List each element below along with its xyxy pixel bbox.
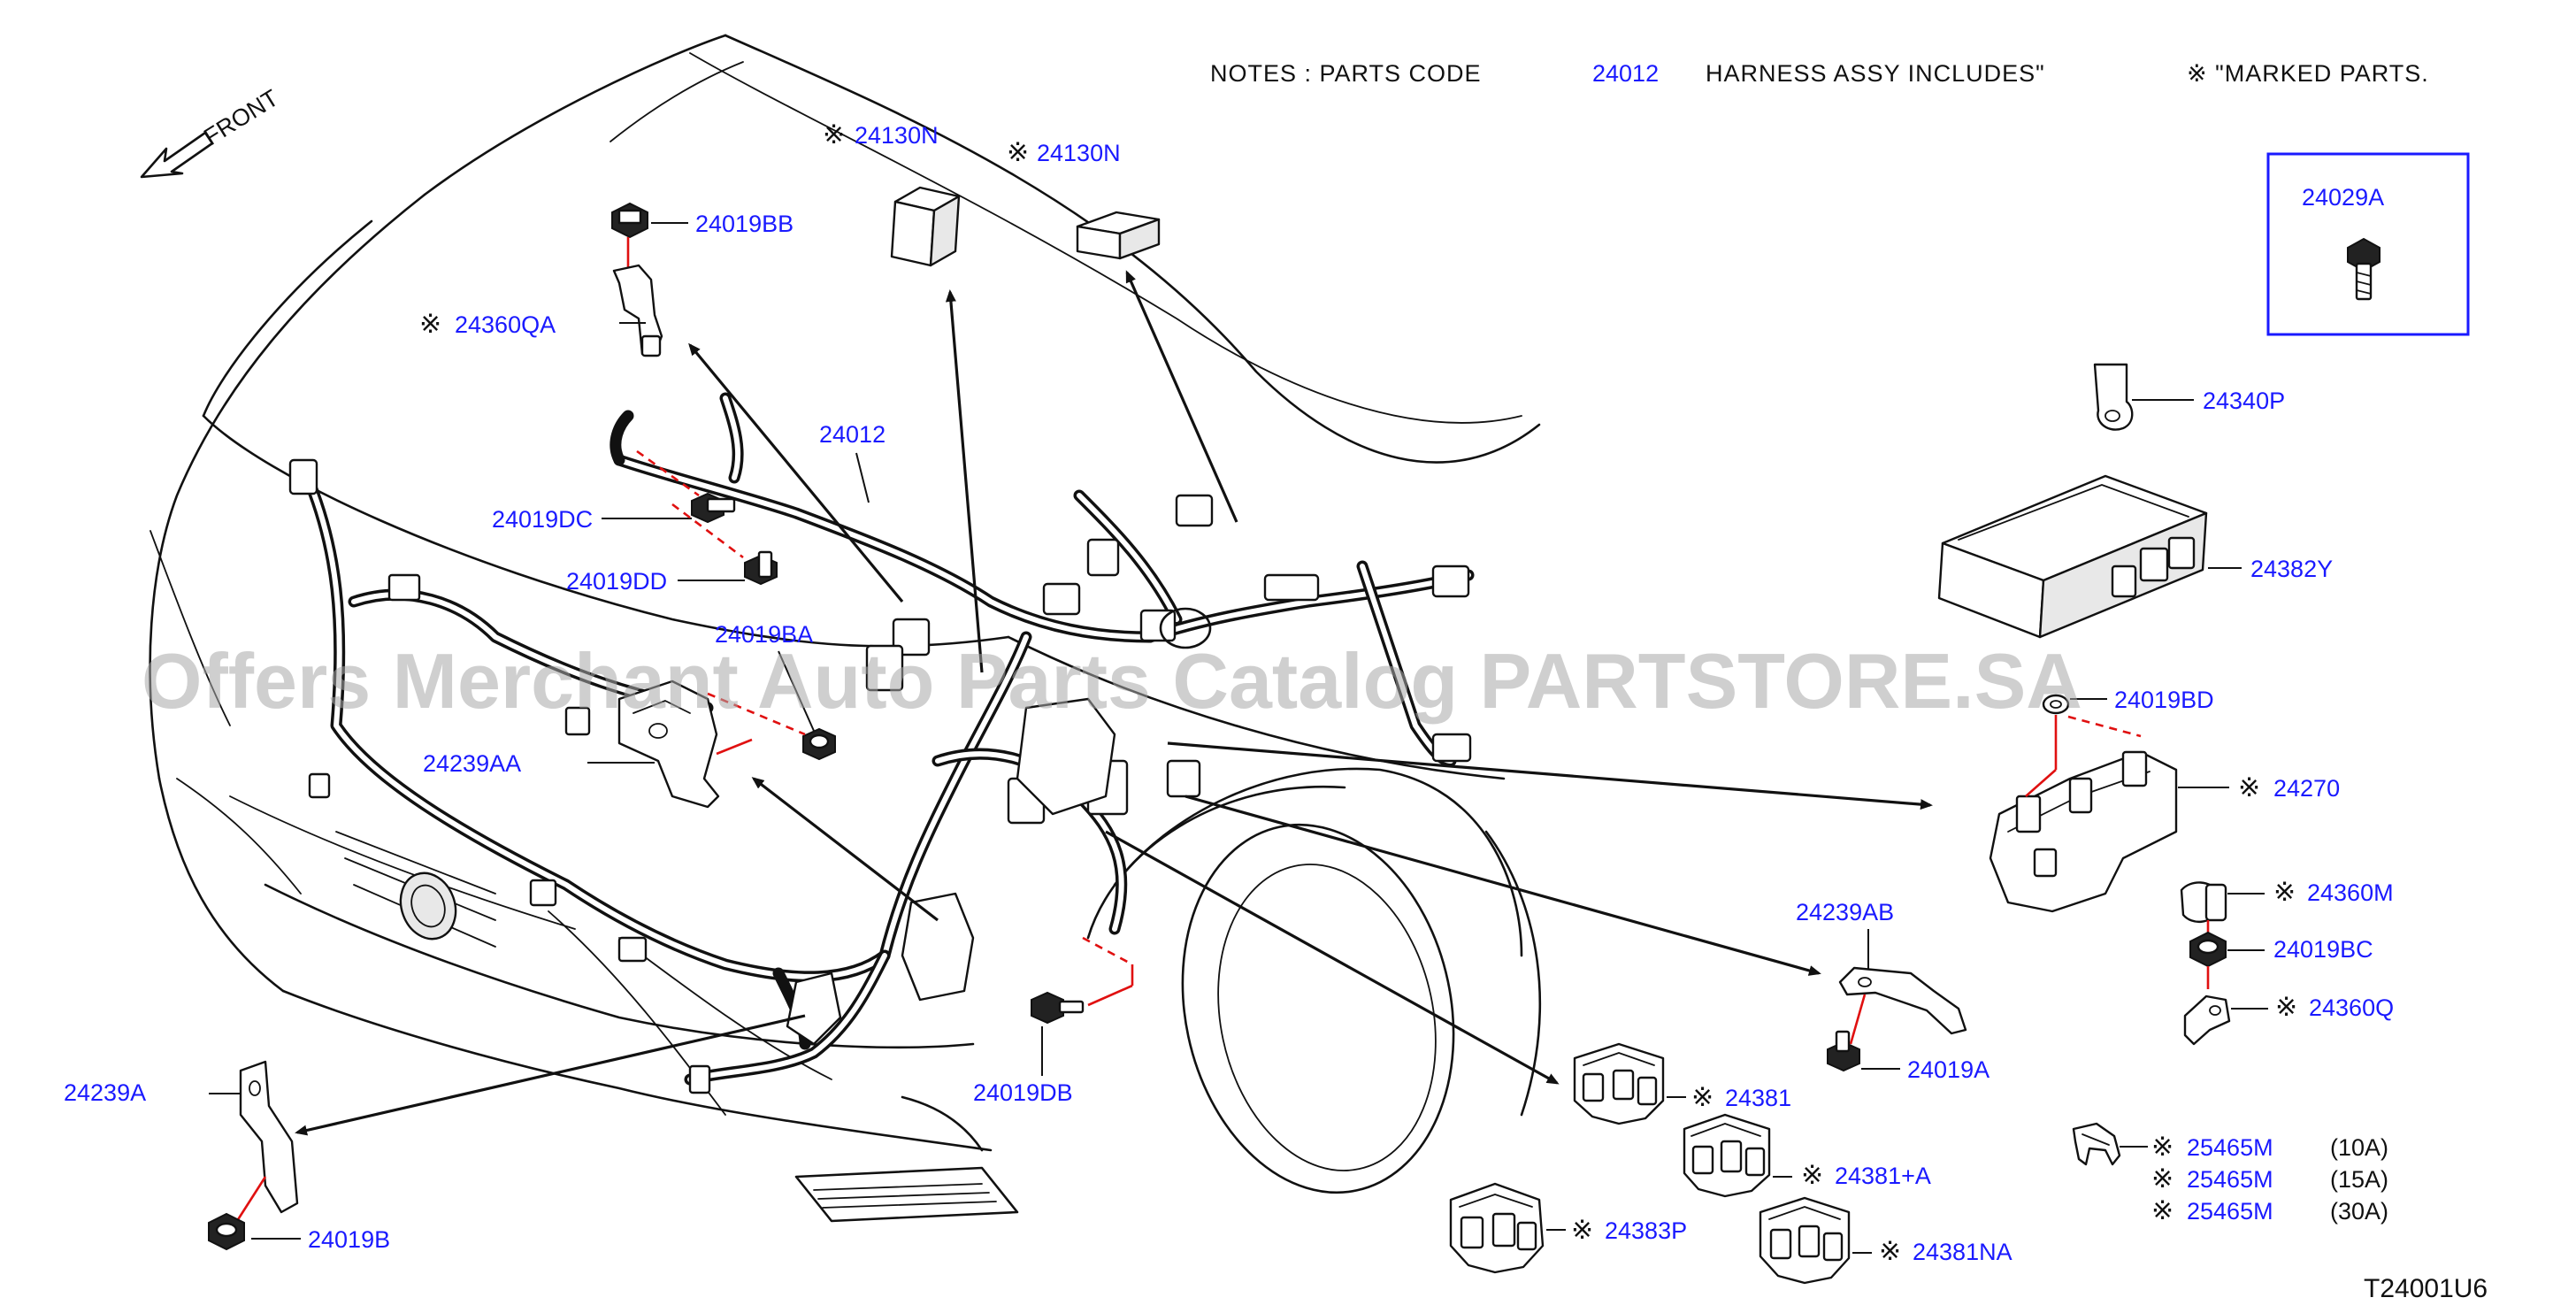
part-24383P: ※ 24383P	[1449, 1182, 1687, 1274]
part-24340P: 24340P	[2093, 363, 2285, 431]
label-24019DC: 24019DC	[492, 506, 593, 533]
part-24019DC: 24019DC	[492, 449, 736, 533]
part-24270: ※ 24270	[1989, 750, 2340, 913]
label-24019B: 24019B	[308, 1226, 390, 1253]
svg-text:※: ※	[2151, 1196, 2174, 1225]
part-24029A: 24029A	[2266, 152, 2470, 336]
arrow-24130N-2	[1125, 270, 1238, 523]
label-24019DD: 24019DD	[566, 568, 667, 595]
svg-text:※: ※	[2151, 1164, 2174, 1194]
part-24130N-1: ※ 24130N	[823, 120, 961, 267]
notes-suffix: HARNESS ASSY INCLUDES"	[1706, 60, 2045, 87]
svg-text:※: ※	[823, 120, 845, 150]
part-24019A: 24019A	[1827, 1030, 1990, 1083]
label-24239AB: 24239AB	[1796, 899, 1894, 925]
front-arrow-icon	[140, 131, 214, 179]
label-24019BA: 24019BA	[715, 621, 813, 648]
part-24381NA: ※ 24381NA	[1759, 1196, 2012, 1285]
label-24029A: 24029A	[2302, 184, 2384, 211]
label-24012: 24012	[819, 421, 886, 448]
rating-15A: (15A)	[2330, 1166, 2388, 1193]
label-24340P: 24340P	[2203, 388, 2285, 414]
svg-text:※: ※	[1691, 1083, 1714, 1112]
notes-code: 24012	[1592, 60, 1659, 87]
label-24360M: 24360M	[2307, 879, 2394, 906]
label-24019BB: 24019BB	[695, 211, 794, 237]
arrow-24239AA	[751, 777, 939, 922]
part-24360Q: ※ 24360Q	[2183, 993, 2394, 1046]
svg-text:※: ※	[1801, 1161, 1823, 1190]
label-24019A: 24019A	[1907, 1056, 1990, 1083]
part-24019BC: 24019BC	[2189, 931, 2373, 989]
svg-text:※: ※	[2275, 993, 2297, 1022]
label-24360QA: 24360QA	[455, 311, 556, 338]
watermark: Offers Merchant Auto Parts Catalog PARTS…	[142, 637, 2082, 725]
part-24029A-box	[2266, 152, 2470, 336]
part-24382Y: 24382Y	[1937, 474, 2333, 639]
part-24239AB: 24239AB	[1796, 899, 1967, 1045]
svg-text:※: ※	[1571, 1216, 1593, 1245]
notes-header: NOTES : PARTS CODE 24012 HARNESS ASSY IN…	[1210, 60, 2429, 87]
svg-text:※: ※	[2273, 878, 2296, 907]
svg-text:※: ※	[1007, 138, 1029, 167]
label-24360Q: 24360Q	[2309, 994, 2394, 1021]
front-label: FRONT	[199, 84, 283, 150]
part-24019BA: 24019BA	[707, 621, 836, 761]
front-direction: FRONT	[140, 84, 283, 179]
label-24381: 24381	[1725, 1085, 1791, 1111]
callout-arrows	[295, 270, 1933, 1136]
label-25465M-3: 25465M	[2187, 1198, 2273, 1225]
part-24019BB: 24019BB	[611, 202, 794, 270]
arrow-24381	[1105, 830, 1560, 1085]
label-25465M-1: 25465M	[2187, 1134, 2273, 1161]
label-24130N-2: 24130N	[1037, 140, 1121, 166]
label-24019BD: 24019BD	[2114, 687, 2214, 713]
label-24381A: 24381+A	[1835, 1163, 1931, 1189]
part-24019BD: 24019BD	[2042, 687, 2214, 770]
car-body-outline	[149, 34, 1542, 1223]
label-24130N-1: 24130N	[855, 122, 939, 149]
arrow-24239A	[295, 1014, 806, 1136]
part-24360QA: ※ 24360QA	[419, 264, 663, 357]
part-24381A: ※ 24381+A	[1683, 1113, 1931, 1198]
main-harness-24012	[288, 392, 1475, 1094]
rating-30A: (30A)	[2330, 1198, 2388, 1225]
arrow-24130N-1	[945, 289, 984, 673]
part-24130N-2: ※ 24130N	[1007, 138, 1161, 260]
label-24239AA: 24239AA	[423, 750, 521, 777]
diagram-code: T24001U6	[2364, 1274, 2488, 1303]
part-24019DD: 24019DD	[566, 503, 778, 595]
notes-prefix: NOTES : PARTS CODE	[1210, 60, 1482, 87]
arrow-24239AB	[1184, 795, 1821, 976]
label-24019DB: 24019DB	[973, 1079, 1073, 1106]
label-24270: 24270	[2273, 775, 2340, 802]
label-24382Y: 24382Y	[2250, 556, 2333, 582]
part-24019B: 24019B	[251, 1226, 390, 1253]
label-24381NA: 24381NA	[1913, 1239, 2012, 1265]
label-24383P: 24383P	[1605, 1217, 1687, 1244]
rating-10A: (10A)	[2330, 1134, 2388, 1161]
part-25465M-fuses: ※ 25465M (10A) ※ 25465M (15A) ※ 25465M (…	[2072, 1122, 2388, 1225]
svg-text:※: ※	[2238, 773, 2260, 802]
svg-text:※: ※	[419, 310, 441, 339]
arrow-24270	[1167, 741, 1933, 810]
svg-text:※: ※	[2151, 1133, 2174, 1162]
notes-marked-parts: ※ "MARKED PARTS.	[2187, 60, 2429, 87]
svg-text:※: ※	[1879, 1237, 1901, 1266]
part-24012: 24012	[819, 421, 886, 503]
part-24360M: ※ 24360M	[2180, 878, 2394, 940]
part-24381: ※ 24381	[1573, 1042, 1791, 1125]
arrow-24360QA	[688, 342, 904, 603]
part-24239A: 24239A	[64, 1060, 299, 1251]
label-24239A: 24239A	[64, 1079, 146, 1106]
label-24019BC: 24019BC	[2273, 936, 2373, 963]
part-24019DB: 24019DB	[973, 936, 1134, 1106]
label-25465M-2: 25465M	[2187, 1166, 2273, 1193]
part-24239AA: 24239AA	[423, 680, 753, 809]
